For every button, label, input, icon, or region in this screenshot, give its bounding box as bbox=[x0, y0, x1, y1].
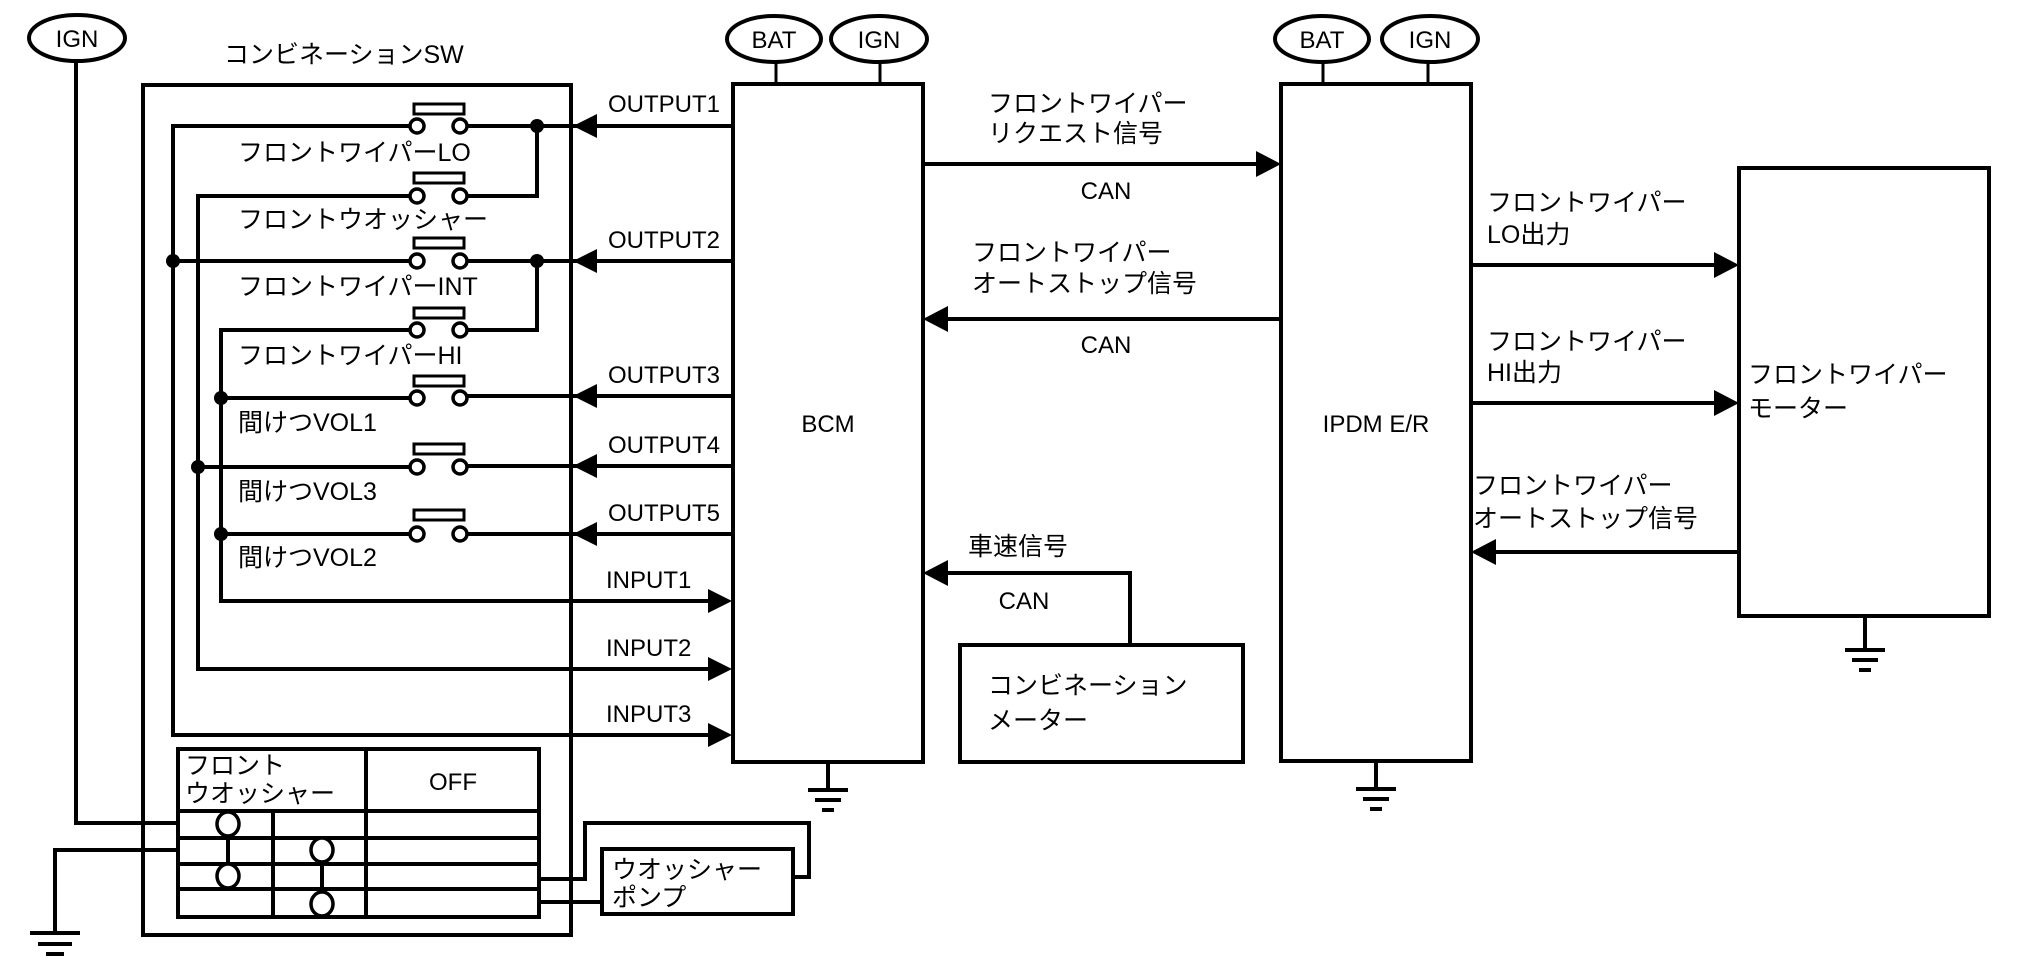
power-source-ipdm-bat: BAT bbox=[1273, 14, 1371, 64]
washer-switch-table bbox=[176, 747, 541, 919]
output-label: OUTPUT2 bbox=[608, 227, 720, 254]
output-label: OUTPUT1 bbox=[608, 91, 720, 118]
switch-label: フロントワイパーHI bbox=[238, 342, 463, 370]
wiper-motor-label: モーター bbox=[1748, 395, 1848, 423]
ground-icon bbox=[808, 762, 848, 812]
power-label: BAT bbox=[752, 27, 797, 54]
switch-washer bbox=[408, 171, 469, 205]
input-label: INPUT1 bbox=[606, 567, 691, 594]
ipdm-label: IPDM E/R bbox=[1323, 411, 1430, 438]
hi-output-label: HI出力 bbox=[1487, 359, 1562, 387]
autostop-ipdm-arrowhead bbox=[1471, 539, 1496, 565]
hi-output-arrowhead bbox=[1714, 390, 1739, 416]
switch-label: 間けつVOL3 bbox=[238, 478, 377, 506]
lo-output-arrowhead bbox=[1714, 252, 1739, 278]
output-label: OUTPUT5 bbox=[608, 500, 720, 527]
washer-pump-label: ウオッシャー bbox=[612, 856, 762, 884]
autostop-ipdm-label: オートストップ信号 bbox=[1473, 505, 1698, 533]
input-arrowheads bbox=[708, 589, 732, 747]
wiper-motor-label: フロントワイパー bbox=[1748, 361, 1948, 389]
autostop-ipdm-label: フロントワイパー bbox=[1473, 472, 1673, 500]
switch-vol3 bbox=[408, 442, 469, 476]
power-stems bbox=[774, 62, 1430, 84]
ground-icon bbox=[1356, 761, 1396, 811]
power-label: IGN bbox=[56, 26, 99, 53]
power-source-ipdm-ign: IGN bbox=[1380, 14, 1480, 64]
input-label: INPUT2 bbox=[606, 635, 691, 662]
bus-input2 bbox=[196, 194, 724, 671]
switch-label: フロントウオッシャー bbox=[238, 206, 488, 234]
bus-input3 bbox=[171, 124, 724, 737]
power-label: IGN bbox=[1409, 27, 1452, 54]
vehicle-speed-wire bbox=[946, 571, 1132, 645]
power-source-sw-ign: IGN bbox=[27, 13, 127, 63]
input-label: INPUT3 bbox=[606, 701, 691, 728]
autostop-bcm-arrowhead bbox=[923, 306, 948, 332]
autostop-bcm-label: フロントワイパー bbox=[972, 239, 1172, 267]
lo-output-label: LO出力 bbox=[1487, 221, 1570, 249]
bcm-box bbox=[731, 82, 925, 764]
output-label: OUTPUT4 bbox=[608, 432, 720, 459]
washer-table-header-off: OFF bbox=[429, 769, 477, 796]
switch-int bbox=[408, 236, 469, 270]
ign-wire bbox=[74, 61, 178, 825]
autostop-bcm-label: オートストップ信号 bbox=[972, 270, 1197, 298]
combination-switch-title: コンビネーションSW bbox=[224, 41, 464, 69]
vehicle-speed-arrowhead bbox=[923, 560, 948, 586]
bcm-label: BCM bbox=[801, 411, 854, 438]
hi-output-label: フロントワイパー bbox=[1487, 328, 1687, 356]
can-label: CAN bbox=[999, 588, 1050, 615]
switch-label: 間けつVOL1 bbox=[238, 409, 377, 437]
ground-icon bbox=[30, 931, 80, 956]
switch-lo bbox=[408, 102, 469, 135]
switch-vol1 bbox=[408, 374, 469, 407]
combination-switch-box bbox=[141, 83, 573, 937]
request-signal-label: リクエスト信号 bbox=[988, 120, 1163, 148]
combination-meter-label: メーター bbox=[988, 707, 1088, 735]
switch-label: 間けつVOL2 bbox=[238, 544, 377, 572]
output-arrowheads bbox=[573, 114, 597, 546]
power-label: BAT bbox=[1300, 27, 1345, 54]
lo-output-label: フロントワイパー bbox=[1487, 189, 1687, 217]
hi-return bbox=[460, 261, 539, 332]
washer-pump-label: ポンプ bbox=[612, 884, 686, 912]
switch-label: フロントワイパーINT bbox=[238, 273, 478, 301]
request-signal-label: フロントワイパー bbox=[988, 90, 1188, 118]
can-label: CAN bbox=[1081, 178, 1132, 205]
combination-meter-box bbox=[958, 643, 1245, 764]
washer-table-header-left: ウオッシャー bbox=[185, 780, 335, 808]
combination-meter-label: コンビネーション bbox=[988, 672, 1188, 700]
vehicle-speed-label: 車速信号 bbox=[968, 533, 1068, 561]
power-source-bcm-ign: IGN bbox=[829, 14, 929, 64]
ipdm-box bbox=[1279, 82, 1473, 763]
power-label: IGN bbox=[858, 27, 901, 54]
wiper-motor-box bbox=[1737, 166, 1991, 618]
washer-return bbox=[460, 126, 539, 198]
switch-label: フロントワイパーLO bbox=[238, 139, 471, 167]
switch-vol2 bbox=[408, 508, 469, 543]
washer-pump-box bbox=[600, 847, 795, 916]
junction-dots bbox=[166, 119, 544, 541]
can-label: CAN bbox=[1081, 332, 1132, 359]
output-label: OUTPUT3 bbox=[608, 362, 720, 389]
ground-wire bbox=[53, 848, 178, 933]
ground-icon bbox=[1845, 616, 1885, 672]
power-source-bcm-bat: BAT bbox=[725, 14, 823, 64]
switch-hi bbox=[408, 306, 469, 339]
washer-table-header-left: フロント bbox=[185, 752, 285, 780]
request-signal-arrowhead bbox=[1256, 151, 1281, 177]
pump-wire-upper bbox=[539, 821, 811, 881]
